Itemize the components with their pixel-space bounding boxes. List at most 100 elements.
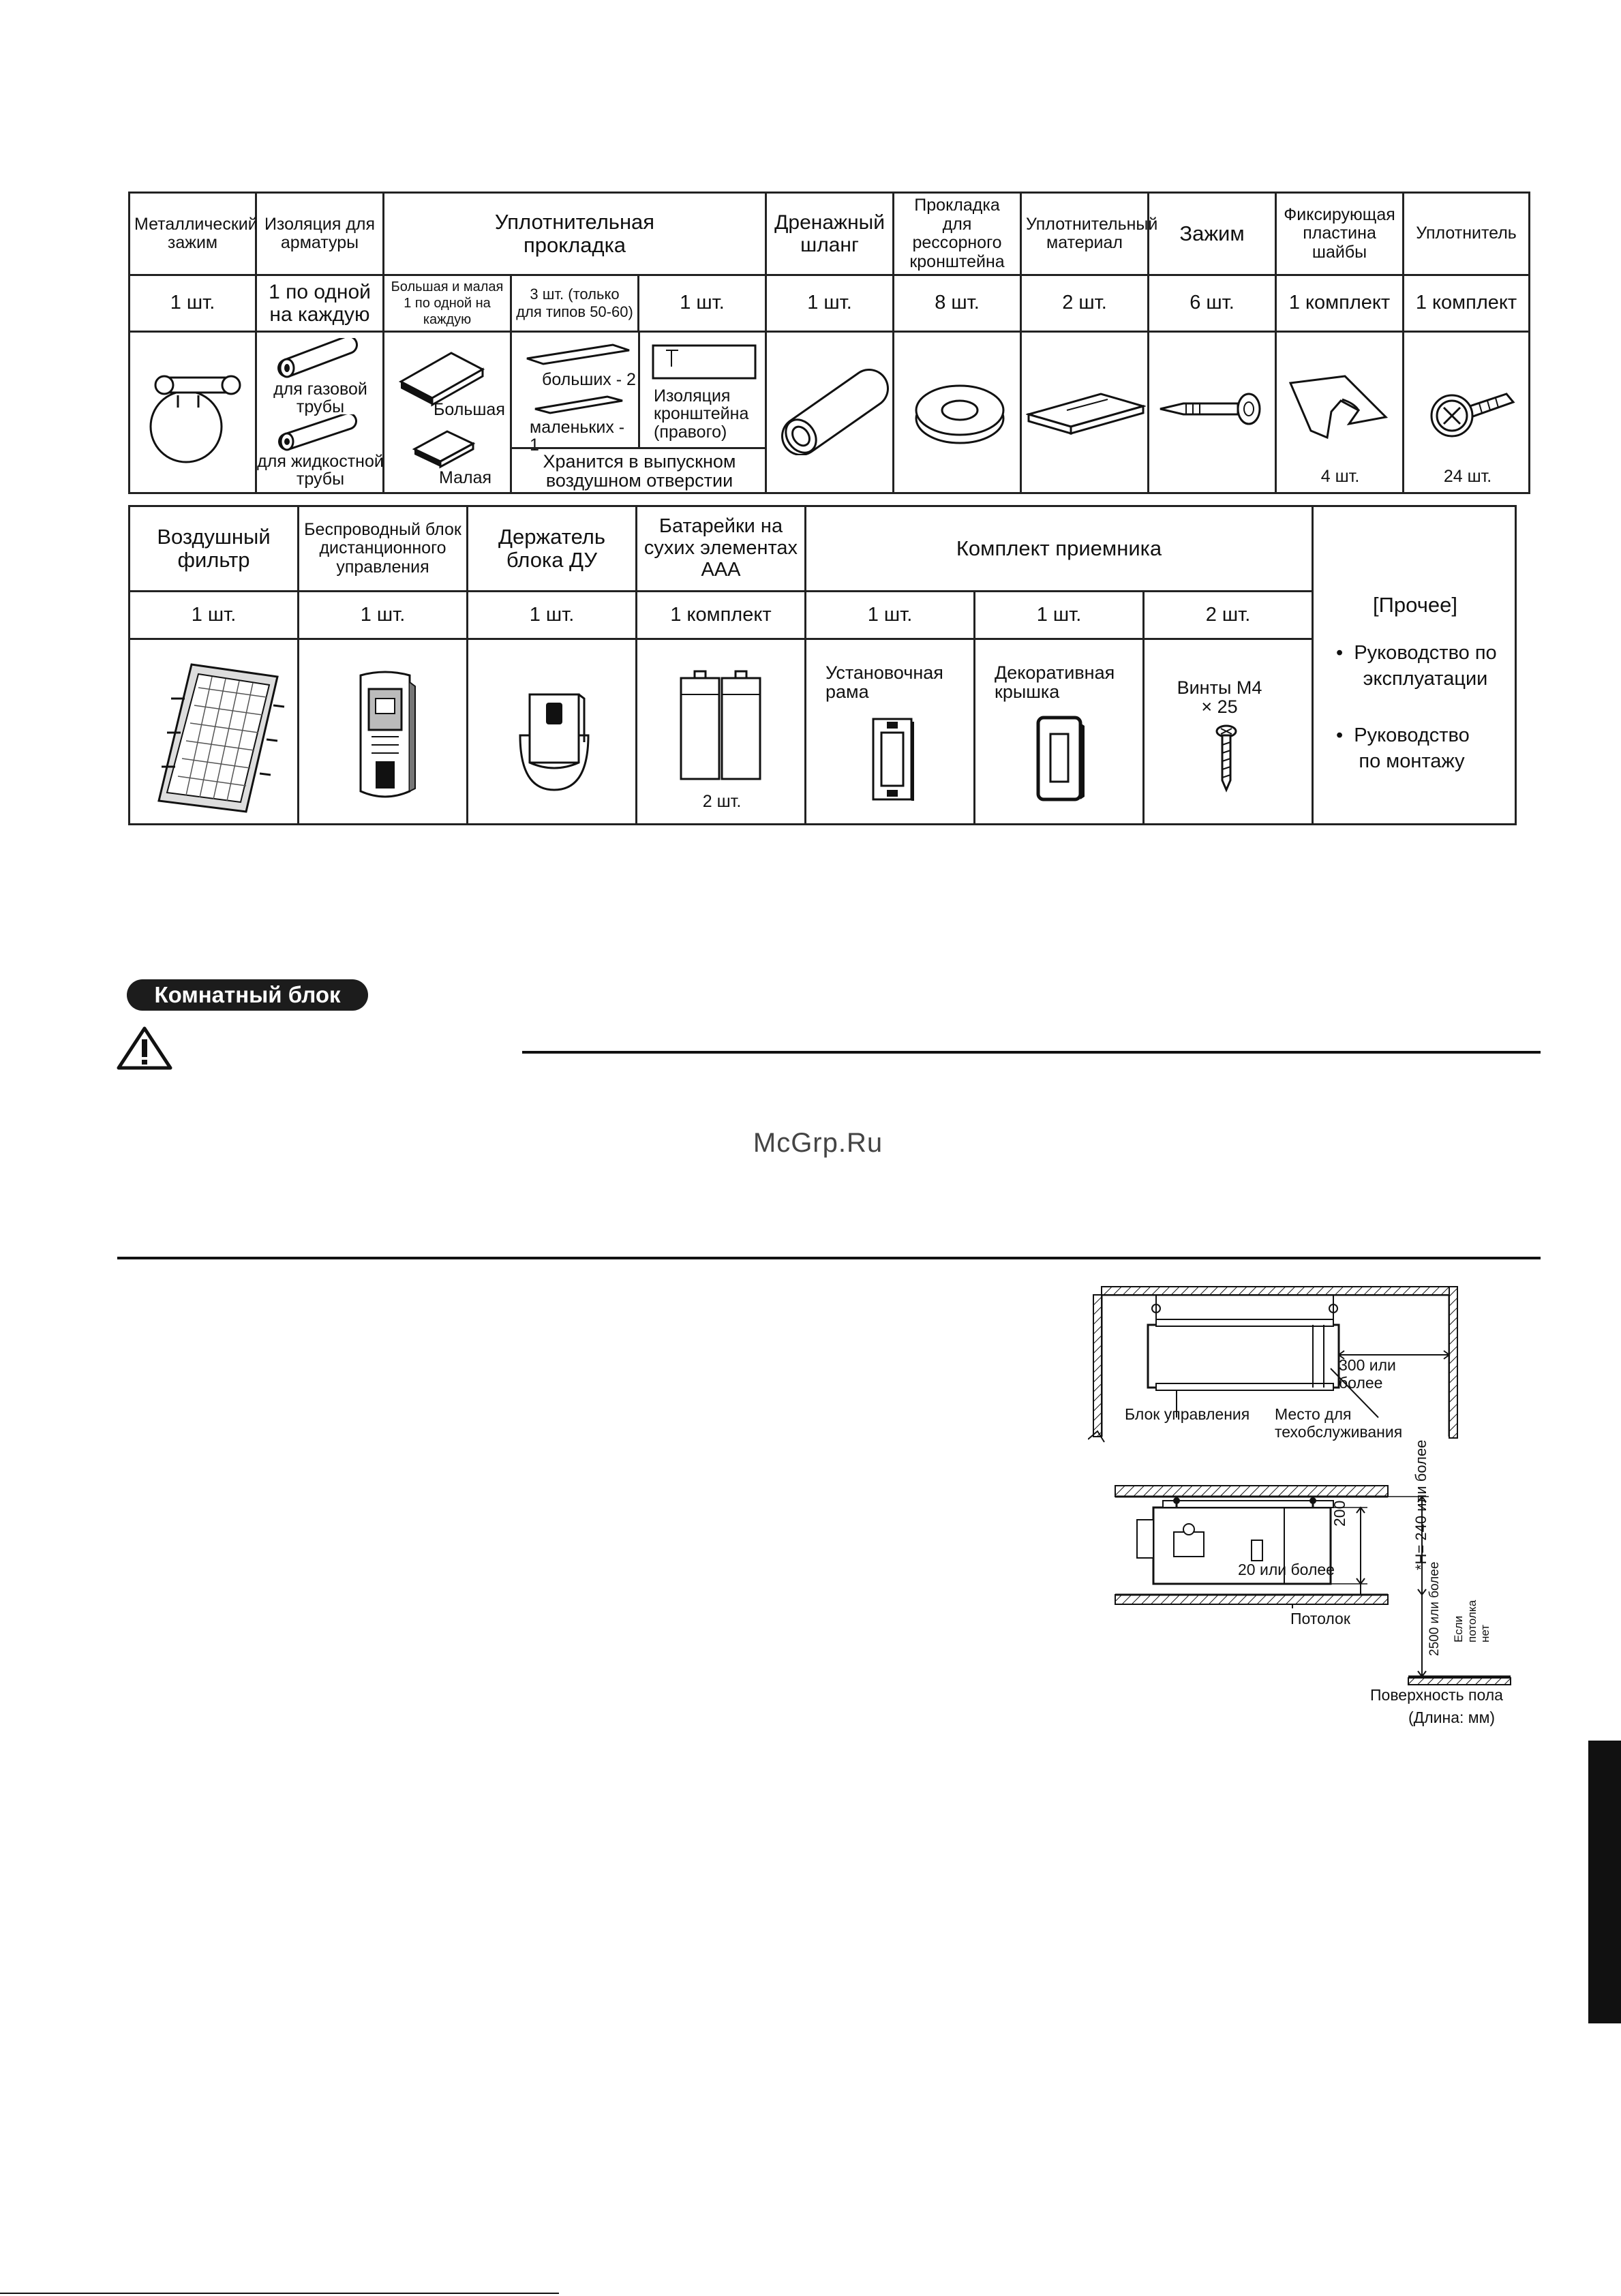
qty-deco-cover: 1 шт. (973, 590, 1145, 640)
gasket-small-icon (412, 430, 476, 469)
caption-large: Большая (434, 400, 505, 419)
metal-clamp-icon (149, 375, 241, 463)
img-cell-drain-hose (765, 331, 895, 494)
caption-batteries-count: 2 шт. (702, 792, 742, 811)
drain-hose-icon (781, 369, 890, 455)
header-gasket: Уплотнительная прокладка (382, 192, 768, 276)
liquid-pipe-insulation-icon (278, 414, 357, 451)
qty-gasket-large-small: Большая и малая 1 по одной на каждую (382, 274, 512, 333)
gas-pipe-insulation-icon (277, 338, 358, 378)
qty-remote-holder: 1 шт. (466, 590, 637, 640)
img-cell-remote-holder (466, 638, 637, 825)
batteries-icon (680, 670, 761, 780)
caption-sealer-count: 24 шт. (1443, 467, 1492, 486)
img-cell-sealer: 24 шт. (1402, 331, 1531, 494)
caption-deco-cover: Декоративная крышка (995, 662, 1115, 703)
qty-batteries: 1 комплект (635, 590, 806, 640)
qty-metal-clamp: 1 шт. (128, 274, 257, 333)
caption-screws: Винты M4 × 25 (1177, 677, 1262, 718)
deco-cover-icon (1036, 716, 1085, 801)
bolt-icon (1430, 393, 1515, 438)
header-air-filter: Воздушный фильтр (128, 505, 299, 592)
img-cell-spring-bracket-gasket (892, 331, 1022, 494)
label-clearance-300: 300 или более (1339, 1356, 1396, 1392)
caption-gas-pipe: для газовой трубы (273, 380, 367, 417)
header-receiver-kit: Комплект приемника (804, 505, 1314, 592)
section-title-indoor-unit: Комнатный блок (127, 979, 368, 1011)
header-metal-clamp: Металлический зажим (128, 192, 258, 276)
caption-bracket-insulation: Изоляция кронштейна (правого) (654, 386, 749, 442)
header-drain-hose: Дренажный шланг (765, 192, 895, 276)
caption-mount-frame: Установочная рама (825, 662, 943, 703)
img-cell-clamp (1147, 331, 1277, 494)
img-cell-wireless-remote (297, 638, 468, 825)
gasket-strip-large-icon (526, 343, 630, 365)
mount-frame-icon (872, 718, 914, 801)
label-dim-20: 20 или более (1238, 1561, 1335, 1578)
caption-stored-in-outlet: Хранится в выпускном воздушном отверстии (543, 451, 736, 491)
label-dim-h: *H= 240 или более (1412, 1439, 1429, 1570)
footer-line (0, 2293, 559, 2294)
img-cell-batteries: 2 шт. (635, 638, 806, 825)
screw-clamp-icon (1160, 393, 1261, 425)
bullet: • (1335, 724, 1344, 747)
qty-screws: 2 шт. (1142, 590, 1314, 640)
other-item-operation-manual: Руководство по эксплуатации (1354, 642, 1497, 690)
qty-gasket-one: 1 шт. (637, 274, 768, 333)
watermark: McGrp.Ru (753, 1128, 883, 1158)
qty-washer-plate: 1 комплект (1275, 274, 1405, 333)
label-no-ceiling: Если потолка нет (1452, 1599, 1492, 1642)
qty-sealing-material: 2 шт. (1020, 274, 1150, 333)
gasket-large-icon (398, 352, 485, 407)
qty-sealer: 1 комплект (1402, 274, 1531, 333)
img-cell-gasket-three: больших - 2 маленьких - 1 Изоляция кронш… (509, 331, 768, 494)
bracket-insulation-icon (652, 344, 757, 380)
img-cell-mount-frame: Установочная рама (804, 638, 975, 825)
warning-icon (117, 1026, 172, 1070)
header-clamp: Зажим (1147, 192, 1277, 276)
qty-gasket-three: 3 шт. (только для типов 50-60) (510, 274, 639, 333)
header-sealing-material: Уплотнительный материал (1020, 192, 1157, 276)
img-cell-gasket-large-small: Большая Малая (382, 331, 512, 494)
label-units: (Длина: мм) (1408, 1709, 1496, 1726)
qty-wireless-remote: 1 шт. (297, 590, 468, 640)
caption-liquid-pipe: для жидкостной трубы (257, 452, 384, 489)
qty-clamp: 6 шт. (1147, 274, 1277, 333)
qty-mount-frame: 1 шт. (804, 590, 975, 640)
label-ceiling: Потолок (1290, 1610, 1350, 1627)
bullet: • (1335, 642, 1344, 664)
header-fitting-insulation: Изоляция для арматуры (255, 192, 384, 276)
img-cell-screws: Винты M4 × 25 (1142, 638, 1314, 825)
qty-air-filter: 1 шт. (128, 590, 299, 640)
section-divider-top (522, 1051, 1541, 1054)
img-cell-fitting-insulation: для газовой трубы для жидкостной трубы (255, 331, 384, 494)
header-batteries: Батарейки на сухих элементах ААА (635, 505, 806, 592)
qty-fitting-insulation: 1 по одной на каждую (255, 274, 384, 333)
caption-big-two: больших - 2 (542, 370, 636, 389)
air-filter-icon (157, 663, 285, 813)
label-dim-200: 200 (1331, 1500, 1348, 1527)
other-cell: [Прочее] • Руководство по эксплуатации •… (1312, 505, 1517, 825)
qty-spring-bracket-gasket: 8 шт. (892, 274, 1022, 333)
label-service-space: Место для техобслуживания (1275, 1405, 1403, 1441)
img-cell-deco-cover: Декоративная крышка (973, 638, 1145, 825)
remote-holder-icon (519, 693, 590, 791)
installation-diagram (1088, 1286, 1511, 1685)
caption-small-one: маленьких - 1 (530, 418, 625, 455)
sealing-material-icon (1026, 393, 1147, 435)
label-control-box: Блок управления (1125, 1405, 1250, 1423)
label-floor: Поверхность пола (1370, 1686, 1503, 1704)
header-wireless-remote: Беспроводный блок дистанционного управле… (297, 505, 468, 592)
remote-control-icon (359, 671, 416, 798)
header-sealer: Уплотнитель (1402, 192, 1531, 276)
qty-drain-hose: 1 шт. (765, 274, 895, 333)
caption-small: Малая (439, 468, 492, 487)
section-divider-bottom (117, 1257, 1541, 1259)
ring-gasket-icon (915, 384, 1005, 444)
accessories-table-1: Металлический зажим Изоляция для арматур… (128, 192, 1531, 494)
accessories-table-2: Воздушный фильтр Беспроводный блок диста… (128, 505, 1517, 825)
header-remote-holder: Держатель блока ДУ (466, 505, 637, 592)
img-cell-air-filter (128, 638, 299, 825)
side-tab-marker (1588, 1741, 1621, 2023)
screw-icon (1215, 724, 1237, 793)
